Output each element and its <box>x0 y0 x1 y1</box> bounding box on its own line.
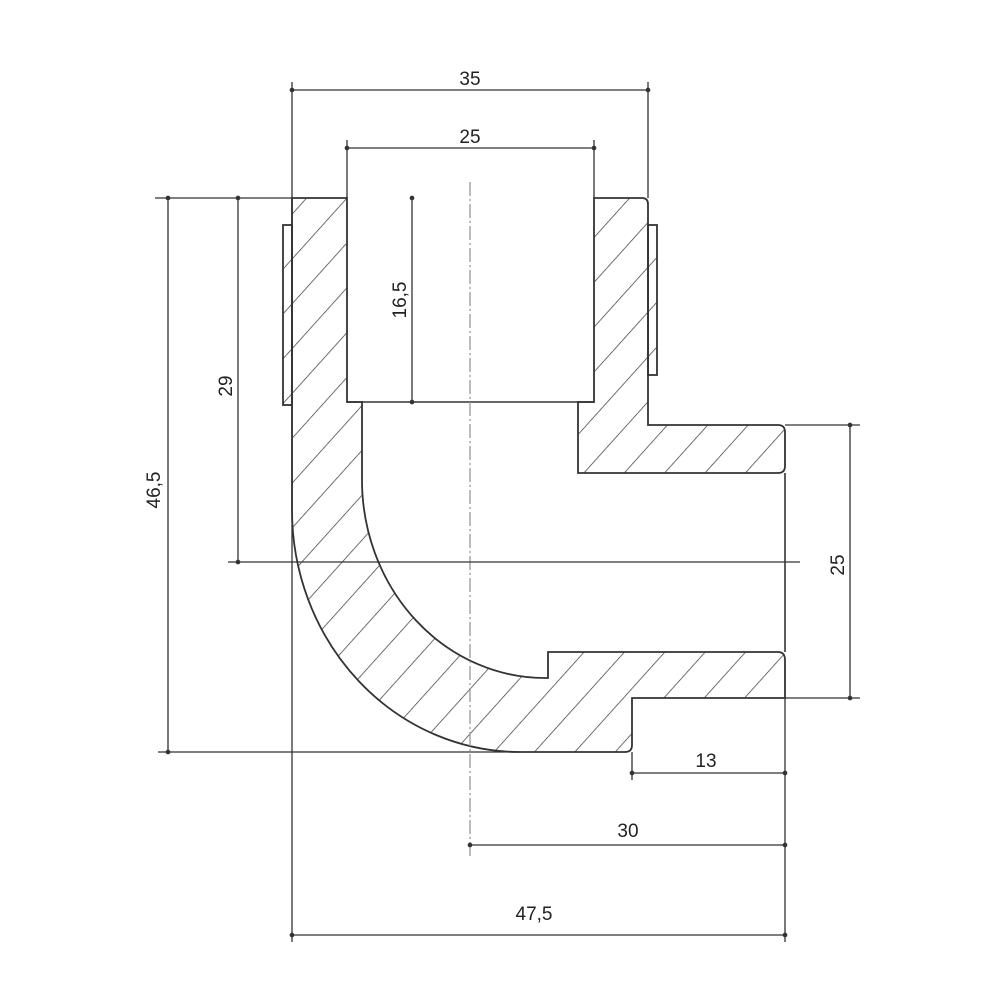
fitting-body <box>282 197 786 753</box>
left-wall-and-elbow <box>291 197 786 753</box>
right-thread-strip <box>647 224 658 376</box>
extension-lines <box>155 82 860 942</box>
dimension-lines <box>165 87 853 938</box>
dim-label-25-right: 25 <box>828 554 849 575</box>
dim-label-29: 29 <box>216 375 237 396</box>
dim-label-46-5: 46,5 <box>144 472 165 509</box>
dim-label-25-top: 25 <box>459 127 480 148</box>
dim-label-30: 30 <box>617 821 638 842</box>
right-wall-and-upper-branch <box>577 197 786 474</box>
dim-label-16-5: 16,5 <box>390 282 411 319</box>
dim-label-47-5: 47,5 <box>516 904 553 925</box>
left-thread-strip <box>282 224 293 406</box>
dim-label-35: 35 <box>459 69 480 90</box>
dim-label-13: 13 <box>695 751 716 772</box>
